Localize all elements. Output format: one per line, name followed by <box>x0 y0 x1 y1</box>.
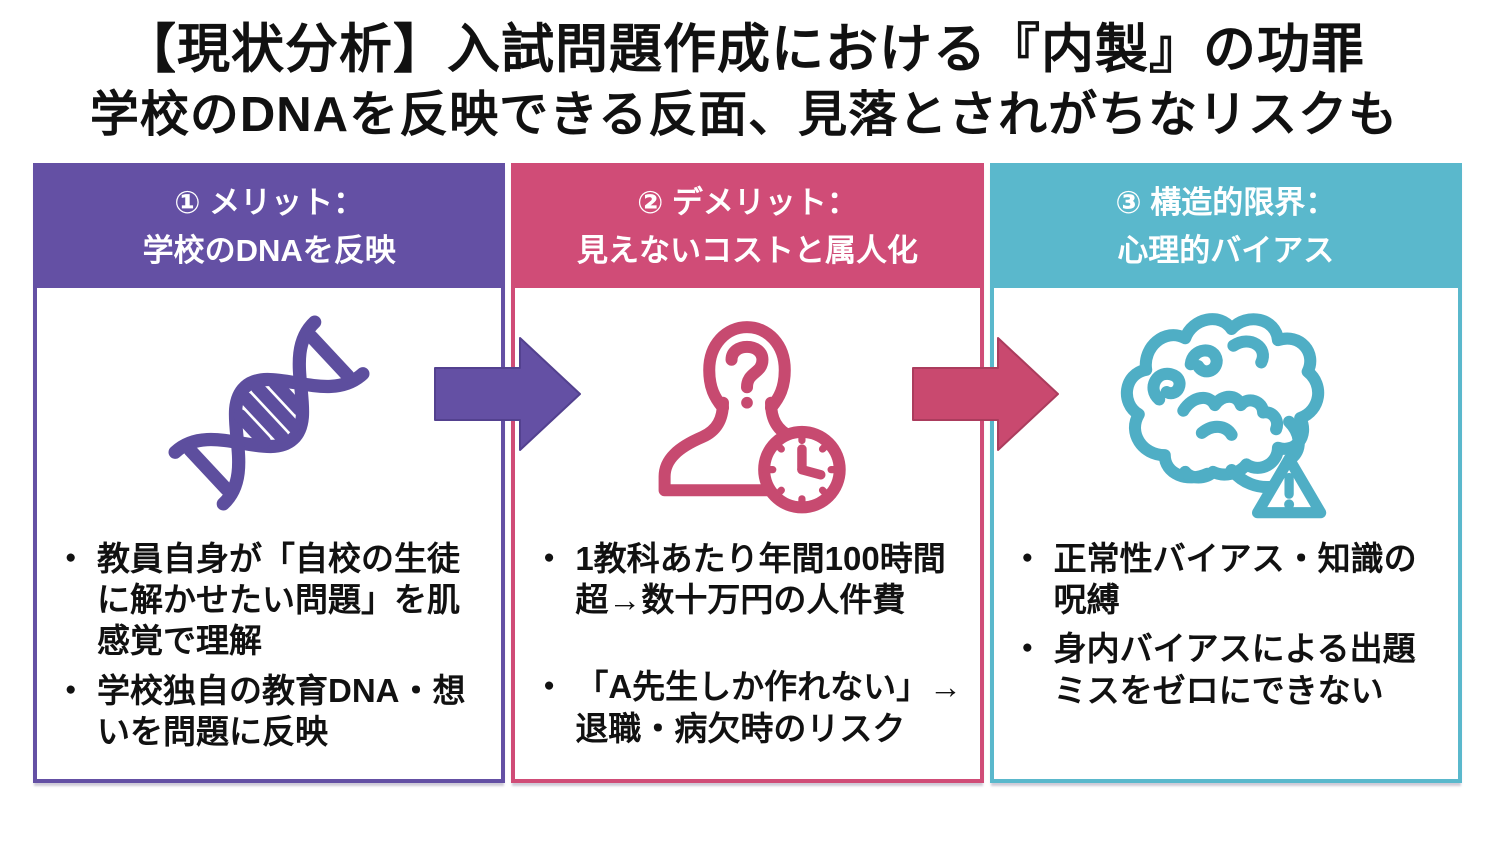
merit-bullet-list: ● 教員自身が「自校の生徒に解かせたい問題」を肌感覚で理解 ● 学校独自の教育DNA… <box>37 532 501 760</box>
list-item: ● 身内バイアスによる出題ミスをゼロにできない <box>1022 628 1442 711</box>
list-item: ● 教員自身が「自校の生徒に解かせたい問題」を肌感覚で理解 <box>65 538 485 662</box>
page-title: 【現状分析】入試問題作成における『内製』の功罪 <box>123 20 1365 79</box>
list-item: ● 学校独自の教育DNA・想いを問題に反映 <box>65 670 485 753</box>
right-arrow-icon <box>434 336 581 451</box>
right-arrow-icon <box>912 336 1059 451</box>
limit-bullet-list: ● 正常性バイアス・知識の呪縛 ● 身内バイアスによる出題ミスをゼロにできない <box>994 532 1458 719</box>
bullet-icon: ● <box>1021 637 1034 659</box>
bullet-text: 「A先生しか作れない」→退職・病欠時のリスク <box>575 668 963 747</box>
list-item: ● 正常性バイアス・知識の呪縛 <box>1022 538 1442 621</box>
dna-icon <box>168 315 370 511</box>
bullet-text: 正常性バイアス・知識の呪縛 <box>1053 539 1417 619</box>
card-merit-header-line1: ① メリット： <box>174 184 365 220</box>
card-limit-header-line2: 心理的バイアス <box>1117 232 1335 268</box>
bullet-text: 教員自身が「自校の生徒に解かせたい問題」を肌感覚で理解 <box>97 539 460 660</box>
card-merit-header: ① メリット： 学校のDNAを反映 <box>37 166 502 288</box>
card-merit: ① メリット： 学校のDNAを反映 ● 教員自身が「自校の生徒に解かせたい問題」を… <box>33 162 506 783</box>
bullet-icon: ● <box>543 675 555 697</box>
brain-warning-icon <box>1120 313 1327 519</box>
bullet-text: 1教科あたり年間100時間超→数十万円の人件費 <box>575 539 946 619</box>
card-limit-header: ③ 構造的限界： 心理的バイアス <box>993 166 1458 288</box>
bullet-text: 学校独自の教育DNA・想いを問題に反映 <box>97 671 466 750</box>
card-limit-header-line1: ③ 構造的限界： <box>1115 184 1337 220</box>
bullet-icon: ● <box>65 546 77 568</box>
card-merit-header-line2: 学校のDNAを反映 <box>142 232 396 268</box>
list-item: ● 「A先生しか作れない」→退職・病欠時のリスク <box>543 666 963 749</box>
page-subtitle: 学校のDNAを反映できる反面、見落とされがちなリスクも <box>89 87 1399 142</box>
card-demerit-header-line2: 見えないコストと属人化 <box>576 232 918 268</box>
bullet-icon: ● <box>65 678 77 700</box>
card-structural-limit: ③ 構造的限界： 心理的バイアス <box>989 162 1462 783</box>
demerit-bullet-list: ● 1教科あたり年間100時間超→数十万円の人件費 ● 「A先生しか作れない」→退職… <box>515 532 979 757</box>
person-question-clock-icon <box>659 321 847 514</box>
merit-icon-area <box>37 288 501 532</box>
limit-icon-area <box>994 288 1458 532</box>
bullet-icon: ● <box>543 546 555 568</box>
card-demerit-header: ② デメリット： 見えないコストと属人化 <box>515 166 980 288</box>
bullet-text: 身内バイアスによる出題ミスをゼロにできない <box>1053 630 1416 709</box>
list-item: ● 1教科あたり年間100時間超→数十万円の人件費 <box>543 538 963 621</box>
demerit-icon-area <box>515 288 979 532</box>
bullet-icon: ● <box>1021 546 1034 568</box>
card-demerit-header-line1: ② デメリット： <box>637 184 858 220</box>
card-demerit: ② デメリット： 見えないコストと属人化 <box>511 162 984 783</box>
three-column-board: ① メリット： 学校のDNAを反映 ● 教員自身が「自校の生徒に解かせたい問題」を… <box>33 162 1462 783</box>
